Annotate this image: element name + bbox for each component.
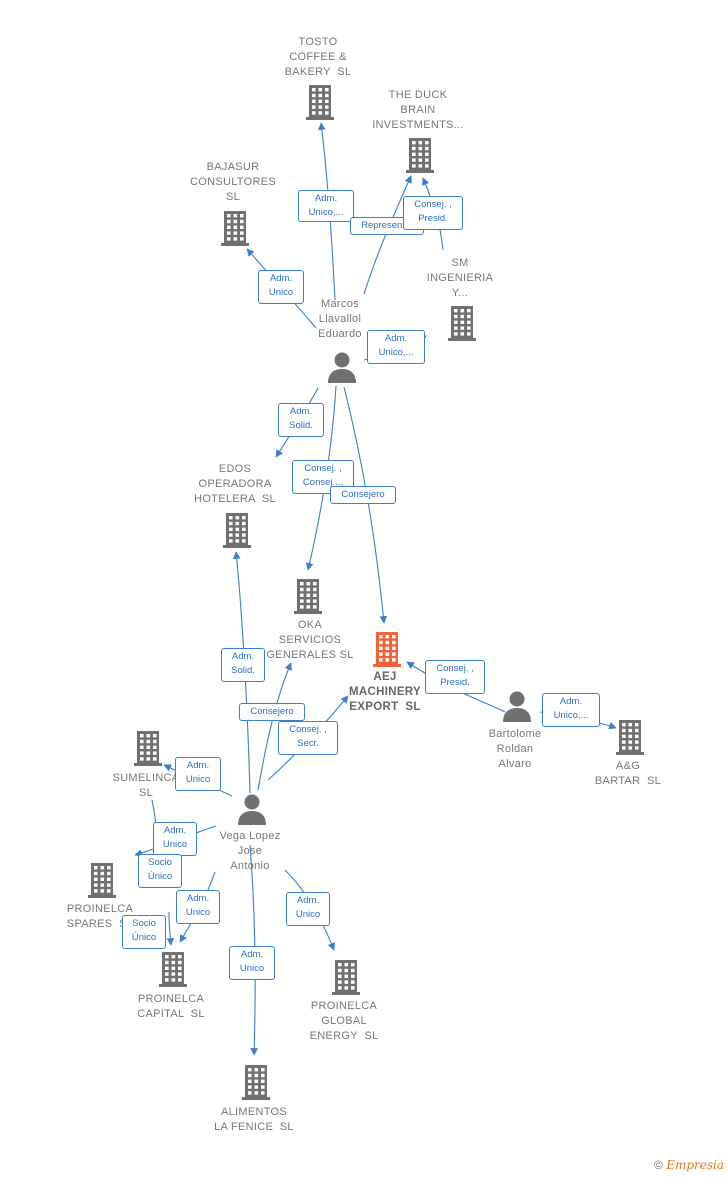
edge-label-sumelinca-spares: Socio Único xyxy=(138,854,182,888)
duck-node-label[interactable]: THE DUCK BRAIN INVESTMENTS... xyxy=(372,89,464,131)
alimentos-building-icon[interactable] xyxy=(239,1064,273,1100)
edge-vega-oka xyxy=(257,662,292,791)
bajasur-building-icon[interactable] xyxy=(218,210,252,246)
edge-label-marcos-bajasur: Adm. Unico xyxy=(258,270,304,304)
copyright-symbol: © xyxy=(654,1158,663,1172)
global-building-icon[interactable] xyxy=(329,959,363,995)
oka-node-label[interactable]: OKA SERVICIOS GENERALES SL xyxy=(266,619,354,661)
edge-label-vega-alimentos: Adm. Unico xyxy=(229,946,275,980)
capital-node-label[interactable]: PROINELCA CAPITAL SL xyxy=(137,993,205,1020)
bartolome-person-icon[interactable] xyxy=(500,688,534,724)
edge-label-marcos-sm: Adm. Unico,... xyxy=(367,330,425,364)
edge-label-marcos-aej: Consejero xyxy=(330,486,396,504)
aej-building-icon[interactable] xyxy=(370,631,404,667)
edge-label-bartolome-abartar: Adm. Unico,... xyxy=(542,693,600,727)
spares-building-icon[interactable] xyxy=(85,862,119,898)
edge-label-vega-capital: Adm. Unico xyxy=(176,890,220,924)
edge-label-vega-spares: Adm. Unico xyxy=(153,822,197,856)
abartar-building-icon[interactable] xyxy=(613,719,647,755)
tosto-node-label[interactable]: TOSTO COFFEE & BAKERY SL xyxy=(284,36,352,78)
edge-marcos-aej xyxy=(343,386,388,624)
edge-label-bartolome-aej: Consej. , Presid. xyxy=(425,660,485,694)
global-node-label[interactable]: PROINELCA GLOBAL ENERGY SL xyxy=(309,1000,379,1042)
marcos-node-label[interactable]: Marcos Llavallol Eduardo xyxy=(318,298,362,340)
tosto-building-icon[interactable] xyxy=(303,84,337,120)
edge-label-vega-sumelinca: Adm. Unico xyxy=(175,757,221,791)
edos-node-label[interactable]: EDOS OPERADORA HOTELERA SL xyxy=(194,463,276,505)
edge-label-vega-global: Adm. Unico xyxy=(286,892,330,926)
edge-label-vega-oka: Consejero xyxy=(239,703,305,721)
oka-building-icon[interactable] xyxy=(291,578,325,614)
edos-building-icon[interactable] xyxy=(220,512,254,548)
edge-label-vega-aej: Consej. , Secr. xyxy=(278,721,338,755)
edge-spares-capital xyxy=(166,911,175,946)
sumelinca-node-label[interactable]: SUMELINCA SL xyxy=(112,772,180,799)
edge-label-marcos-edos: Adm. Solid. xyxy=(278,403,324,437)
edge-marcos-duck xyxy=(363,175,412,295)
sm-building-icon[interactable] xyxy=(445,305,479,341)
edge-label-sm-duck: Consej. , Presid. xyxy=(403,196,463,230)
bajasur-node-label[interactable]: BAJASUR CONSULTORES SL xyxy=(189,161,277,203)
bartolome-node-label[interactable]: Bartolome Roldan Alvaro xyxy=(488,728,542,770)
footer-brand: © Empresia xyxy=(654,1158,724,1172)
abartar-node-label[interactable]: A&G BARTAR SL xyxy=(594,760,662,787)
vega-person-icon[interactable] xyxy=(235,791,269,827)
edge-label-spares-capital: Socio Único xyxy=(122,915,166,949)
brand-logo-text: Empresia xyxy=(666,1158,724,1172)
sm-node-label[interactable]: SM INGENIERIA Y... xyxy=(426,257,494,299)
capital-building-icon[interactable] xyxy=(156,951,190,987)
marcos-person-icon[interactable] xyxy=(325,349,359,385)
sumelinca-building-icon[interactable] xyxy=(131,730,165,766)
duck-building-icon[interactable] xyxy=(403,137,437,173)
edge-label-vega-edos: Adm. Solid. xyxy=(221,648,265,682)
aej-node-label[interactable]: AEJ MACHINERY EXPORT SL xyxy=(349,671,421,713)
alimentos-node-label[interactable]: ALIMENTOS LA FENICE SL xyxy=(214,1106,294,1133)
vega-node-label[interactable]: Vega Lopez Jose Antonio xyxy=(219,830,281,872)
edge-label-marcos-tosto: Adm. Unico,... xyxy=(298,190,354,222)
